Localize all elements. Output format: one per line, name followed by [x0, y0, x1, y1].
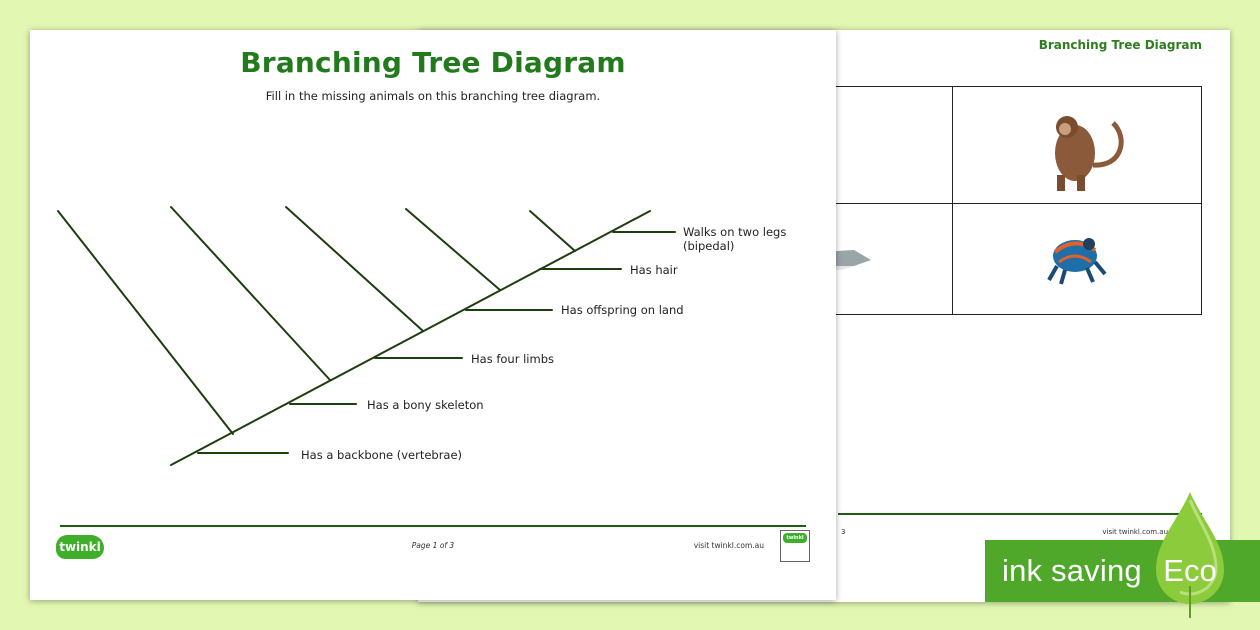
label-backbone: Has a backbone (vertebrae) [301, 448, 463, 462]
footer-rule [60, 525, 806, 527]
label-skeleton: Has a bony skeleton [367, 398, 484, 412]
grid-cell-human [818, 86, 953, 204]
grid-cell-shark [818, 203, 953, 315]
front-worksheet-page: Branching Tree Diagram Fill in the missi… [30, 30, 836, 600]
back-footer-rule [838, 513, 1202, 515]
frog-image [1047, 238, 1107, 285]
animal-picture-grid [418, 86, 1203, 316]
page-number: Page 1 of 3 [411, 541, 455, 550]
back-page-number: 3 [841, 528, 846, 536]
grid-cell-frog [952, 203, 1202, 315]
grid-cell-monkey [952, 86, 1202, 204]
monkey-image [1055, 116, 1124, 191]
quality-badge-icon: twinkl [780, 530, 810, 562]
label-limbs: Has four limbs [471, 352, 554, 366]
branch-5 [529, 210, 576, 252]
branch-1 [57, 210, 234, 435]
label-bipedal: Walks on two legs (bipedal) [683, 225, 786, 253]
eco-droplet-icon [1156, 492, 1224, 618]
shark-image [819, 250, 871, 270]
twinkl-logo: twinkl [56, 535, 104, 559]
badge-logo: twinkl [783, 533, 807, 543]
ink-saving-text: ink saving [1002, 553, 1142, 588]
back-page-title: Branching Tree Diagram [1038, 38, 1202, 52]
label-offspring: Has offspring on land [561, 303, 684, 317]
page-title: Branching Tree Diagram [240, 46, 626, 79]
branch-3 [285, 206, 424, 332]
label-hair: Has hair [630, 263, 678, 277]
branch-2 [170, 206, 331, 381]
label-bipedal-line2: (bipedal) [683, 239, 735, 253]
tree-trunk [170, 210, 651, 466]
human-image [818, 100, 829, 191]
label-bipedal-line1: Walks on two legs [683, 225, 787, 239]
branch-4 [405, 208, 501, 291]
footer-url[interactable]: visit twinkl.com.au [693, 541, 764, 550]
branching-tree [57, 206, 676, 466]
eco-label: Eco [1163, 553, 1217, 588]
page-instructions: Fill in the missing animals on this bran… [265, 89, 601, 103]
back-footer-url: visit twinkl.com.au [1102, 528, 1168, 536]
